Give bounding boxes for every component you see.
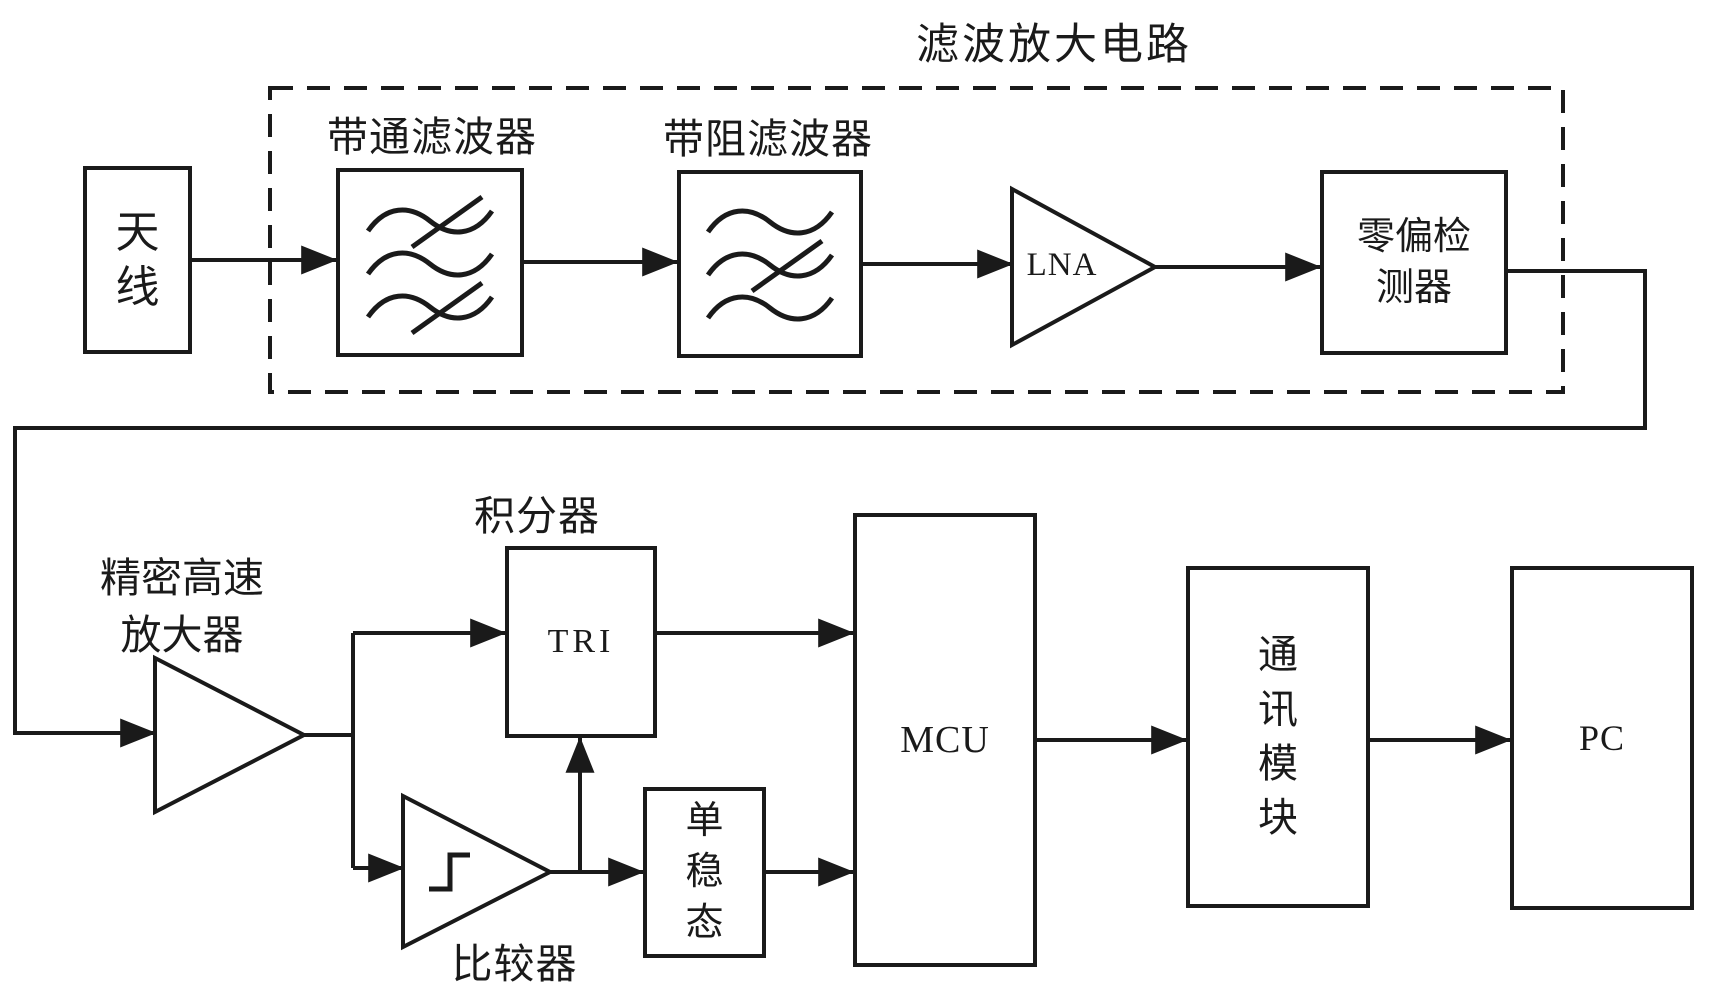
pc-label: PC xyxy=(1578,718,1626,758)
integrator-caption: 积分器 xyxy=(474,493,600,539)
pc-box: PC xyxy=(1510,566,1694,910)
comm-module-box: 通 讯 模 块 xyxy=(1186,566,1370,908)
wave-line xyxy=(365,293,495,321)
comm-module-char-2: 讯 xyxy=(1258,686,1298,732)
bandpass-filter-box xyxy=(336,168,524,357)
precision-amplifier-caption-line2: 放大器 xyxy=(120,612,244,659)
filter-amplifier-group-dashed-frame xyxy=(268,86,1565,394)
integrator-label: TRI xyxy=(547,623,615,660)
wave-line xyxy=(705,251,835,279)
bandstop-waves-icon xyxy=(705,208,835,322)
comm-module-char-4: 块 xyxy=(1258,795,1298,841)
comm-module-char-3: 模 xyxy=(1258,741,1298,786)
lna-label: LNA xyxy=(1026,247,1098,283)
zero-bias-detector-line1: 零偏检 xyxy=(1356,216,1471,259)
precision-amplifier-caption: 精密高速 放大器 xyxy=(62,550,302,665)
wave-line xyxy=(365,250,495,278)
monostable-char-3: 态 xyxy=(685,901,724,944)
bandstop-filter-box xyxy=(677,170,863,358)
monostable-box: 单 稳 态 xyxy=(643,787,766,958)
wave-slash xyxy=(410,194,484,250)
monostable-char-1: 单 xyxy=(685,800,724,843)
lna-amplifier-triangle xyxy=(1010,185,1160,349)
wave-line xyxy=(705,208,835,236)
wave-line xyxy=(365,207,495,235)
bandpass-filter-caption: 带通滤波器 xyxy=(327,114,537,160)
diagram-title: 滤波放大电路 xyxy=(916,22,1192,69)
comparator-triangle xyxy=(401,792,555,951)
bandpass-waves-icon xyxy=(365,194,495,336)
comm-module-char-1: 通 xyxy=(1258,632,1298,678)
integrator-box: TRI xyxy=(505,546,657,738)
wave-slash xyxy=(750,238,824,294)
wave-slash xyxy=(410,280,484,336)
zero-bias-detector-line2: 测器 xyxy=(1375,266,1452,309)
mcu-label: MCU xyxy=(900,719,990,761)
precision-amplifier-triangle xyxy=(153,654,309,816)
zero-bias-detector-box: 零偏检 测器 xyxy=(1320,170,1508,355)
precision-amplifier-caption-line1: 精密高速 xyxy=(100,555,264,601)
comparator-caption: 比较器 xyxy=(451,941,578,987)
wire-zero-bias-to-precision-amp xyxy=(13,269,1647,748)
wave-line xyxy=(705,294,835,322)
bandstop-filter-caption: 带阻滤波器 xyxy=(663,116,873,162)
antenna-char-1: 天 xyxy=(115,207,160,257)
antenna-char-2: 线 xyxy=(115,263,160,312)
monostable-char-2: 稳 xyxy=(685,851,724,894)
step-signal-icon xyxy=(429,852,470,892)
antenna-box: 天 线 xyxy=(83,166,192,354)
mcu-box: MCU xyxy=(853,513,1037,967)
